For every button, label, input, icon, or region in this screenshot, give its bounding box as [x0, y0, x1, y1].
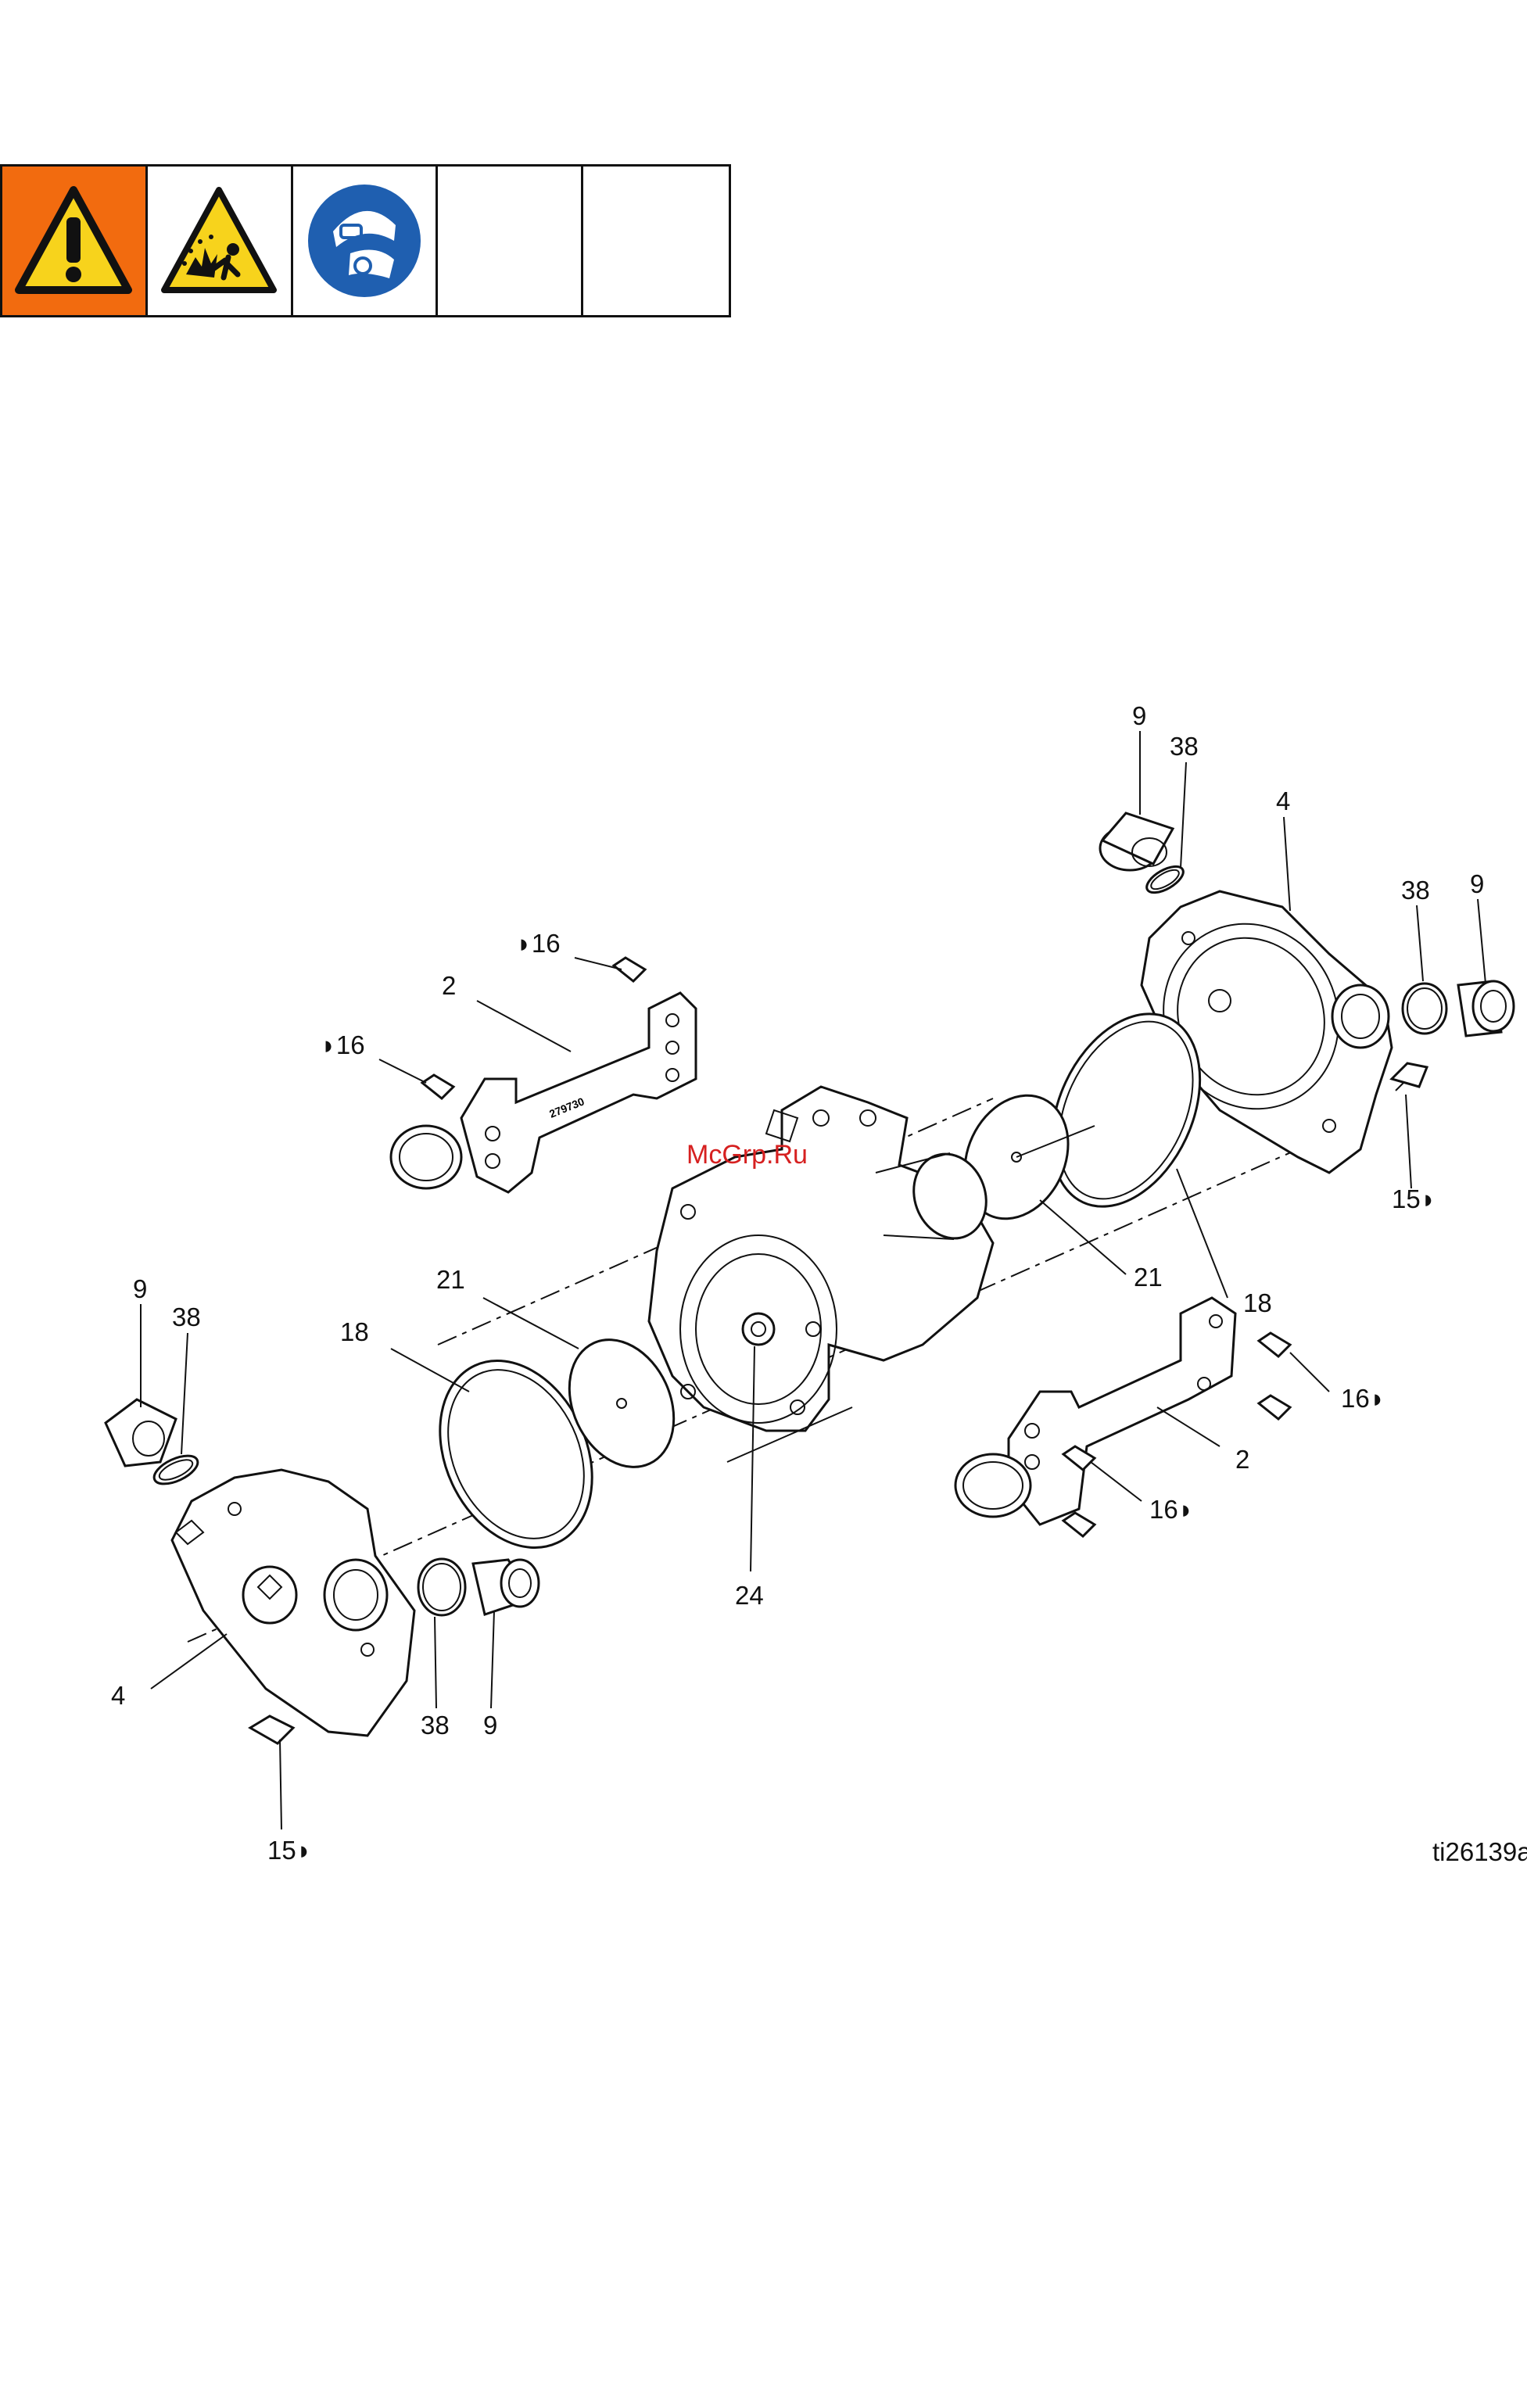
- figure-id: ti26139a: [1432, 1837, 1527, 1866]
- fluid-cover-left: [172, 1470, 414, 1736]
- o-ring-bottom: [418, 1559, 465, 1615]
- callout-16-b: ◗16: [321, 1030, 365, 1059]
- callout-9-top: 9: [1132, 701, 1146, 730]
- callout-4-top: 4: [1276, 787, 1290, 815]
- check-valve-left: [106, 1399, 176, 1466]
- o-ring-right: [1403, 984, 1446, 1034]
- callout-15-right: 15◗: [1392, 1184, 1436, 1213]
- screw-15-right: [1392, 1063, 1427, 1091]
- callout-38-top: 38: [1170, 732, 1199, 761]
- callout-18-right: 18: [1243, 1288, 1272, 1317]
- callout-16-d: 16◗: [1149, 1495, 1194, 1524]
- screw-16-bottom-a: [1259, 1333, 1290, 1419]
- callout-21-left: 21: [436, 1265, 465, 1294]
- callout-18-left: 18: [340, 1317, 369, 1346]
- manifold-bottom: [955, 1298, 1235, 1525]
- screw-15-left: [250, 1716, 293, 1743]
- callout-9-left: 9: [133, 1274, 147, 1303]
- callout-9-bottom: 9: [483, 1711, 497, 1740]
- callout-38-left: 38: [172, 1303, 201, 1331]
- callout-2-top: 2: [442, 971, 456, 1000]
- screw-16-top-b: [422, 1075, 453, 1098]
- check-valve-bottom: [473, 1560, 539, 1614]
- callout-16-c: 16◗: [1341, 1384, 1385, 1413]
- callout-24: 24: [735, 1581, 764, 1610]
- callout-38-bottom: 38: [421, 1711, 450, 1740]
- callout-38-right: 38: [1401, 876, 1430, 905]
- callout-16-a: ◗16: [516, 929, 561, 958]
- check-valve-top: [1100, 813, 1173, 870]
- callout-4-left: 4: [111, 1681, 125, 1710]
- check-valve-right: [1458, 981, 1514, 1036]
- callout-15-left: 15◗: [267, 1836, 312, 1865]
- callout-21-right: 21: [1134, 1263, 1163, 1292]
- watermark-text: McGrp.Ru: [686, 1140, 808, 1170]
- callout-2-bottom: 2: [1235, 1445, 1249, 1474]
- callout-9-right: 9: [1470, 869, 1484, 898]
